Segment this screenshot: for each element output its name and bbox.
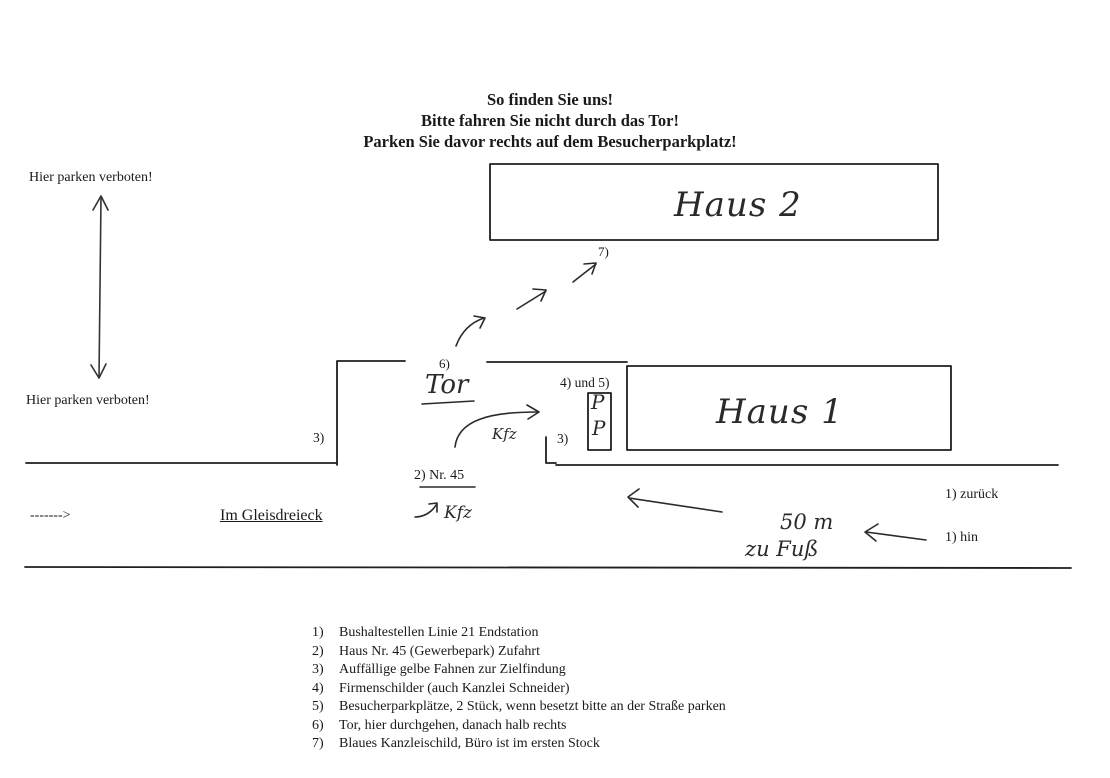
legend-num: 5) — [312, 699, 324, 714]
walk-label: zu Fuß — [745, 537, 819, 561]
haus2-outline — [489, 163, 939, 241]
bus-stop-there: 1) hin — [945, 530, 979, 545]
legend-num: 4) — [312, 680, 324, 696]
haus2-label: Haus 2 — [674, 185, 802, 225]
legend: 1) Bushaltestellen Linie 21 Endstation 2)… — [312, 624, 726, 754]
legend-text: Auffällige gelbe Fahnen zur Zielfindung — [339, 662, 566, 677]
legend-text: Bushaltestellen Linie 21 Endstation — [339, 625, 539, 640]
legend-item: 6) Tor, hier durchgehen, danach halb rech… — [312, 717, 726, 736]
legend-text: Blaues Kanzleischild, Büro ist im ersten… — [339, 736, 600, 751]
marker-3-right: 3) — [557, 431, 569, 446]
legend-num: 7) — [312, 736, 324, 751]
page-title: So finden Sie uns! Bitte fahren Sie nich… — [250, 89, 850, 152]
legend-item: 3) Auffällige gelbe Fahnen zur Zielfindun… — [312, 661, 726, 680]
legend-text: Firmenschilder (auch Kanzlei Schneider) — [339, 680, 570, 696]
title-line-3: Parken Sie davor rechts auf dem Besucher… — [363, 132, 737, 151]
legend-item: 7) Blaues Kanzleischild, Büro ist im erst… — [312, 735, 726, 754]
distance-label: 50 m — [780, 510, 834, 534]
legend-text: Besucherparkplätze, 2 Stück, wenn besetz… — [339, 699, 726, 714]
marker-6: 6) — [439, 356, 450, 371]
legend-num: 2) — [312, 643, 324, 659]
parking-box — [587, 392, 612, 451]
marker-2-nr45: 2) Nr. 45 — [414, 468, 465, 483]
haus1-outline — [626, 365, 952, 451]
legend-text: Tor, hier durchgehen, danach halb rechts — [339, 717, 567, 733]
legend-item: 2) Haus Nr. 45 (Gewerbepark) Zufahrt — [312, 643, 726, 662]
bus-stop-back: 1) zurück — [945, 487, 999, 502]
legend-item: 4) Firmenschilder (auch Kanzlei Schneider… — [312, 680, 726, 699]
legend-num: 1) — [312, 625, 324, 640]
marker-3-left: 3) — [313, 430, 325, 445]
no-parking-label-top: Hier parken verboten! — [29, 170, 153, 185]
parking-sign-2: P — [592, 416, 606, 440]
gate-label: Tor — [425, 370, 469, 400]
haus1-label: Haus 1 — [716, 392, 844, 432]
legend-num: 3) — [312, 662, 324, 677]
gate-post-right — [545, 436, 557, 464]
no-parking-arrow — [90, 195, 109, 379]
street-name: Im Gleisdreieck — [220, 507, 323, 524]
path-arrows — [414, 262, 927, 542]
kfz-inside-label: Kfz — [492, 425, 517, 443]
legend-text: Haus Nr. 45 (Gewerbepark) Zufahrt — [339, 643, 540, 659]
marker-7: 7) — [598, 244, 609, 259]
street-direction-arrow: -------> — [30, 508, 71, 523]
title-line-1: So finden Sie uns! — [486, 90, 614, 109]
marker-4-and-5: 4) und 5) — [560, 375, 610, 390]
legend-item: 1) Bushaltestellen Linie 21 Endstation — [312, 624, 726, 643]
street-bottom-line — [24, 566, 1072, 569]
wall-left — [336, 360, 406, 466]
title-line-2: Bitte fahren Sie nicht durch das Tor! — [421, 111, 679, 130]
kfz-street-label: Kfz — [444, 503, 472, 523]
no-parking-label-bottom: Hier parken verboten! — [26, 393, 150, 408]
legend-num: 6) — [312, 717, 324, 733]
legend-item: 5) Besucherparkplätze, 2 Stück, wenn bese… — [312, 698, 726, 717]
parking-sign-1: P — [591, 390, 605, 414]
